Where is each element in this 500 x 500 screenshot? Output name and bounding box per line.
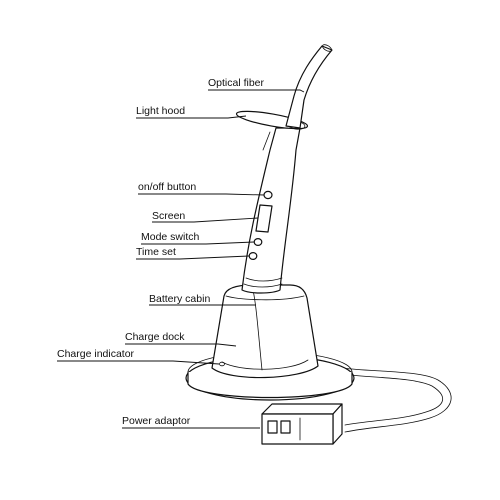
mode-switch-shape [253,238,263,247]
label-time-set: Time set [136,246,176,258]
label-light-hood: Light hood [136,105,185,117]
label-mode-switch: Mode switch [141,231,200,243]
handpiece [241,127,301,294]
charge-indicator-light [219,361,225,367]
on-off-button-shape [263,190,273,200]
label-screen: Screen [152,210,185,222]
charge-dock [185,284,355,401]
power-adaptor [261,403,343,445]
plug-prong-left [267,420,278,434]
label-optical-fiber: Optical fiber [208,77,265,89]
label-charge-dock: Charge dock [125,331,185,343]
label-charge-indicator: Charge indicator [57,348,135,360]
label-power-adaptor: Power adaptor [122,415,191,427]
label-on-off-button: on/off button [138,181,196,193]
label-battery-cabin: Battery cabin [149,293,210,305]
power-cord [342,367,452,433]
screen-panel [255,204,273,233]
plug-prong-right [280,420,291,434]
time-set-shape [248,252,258,261]
optical-fiber [285,44,333,129]
